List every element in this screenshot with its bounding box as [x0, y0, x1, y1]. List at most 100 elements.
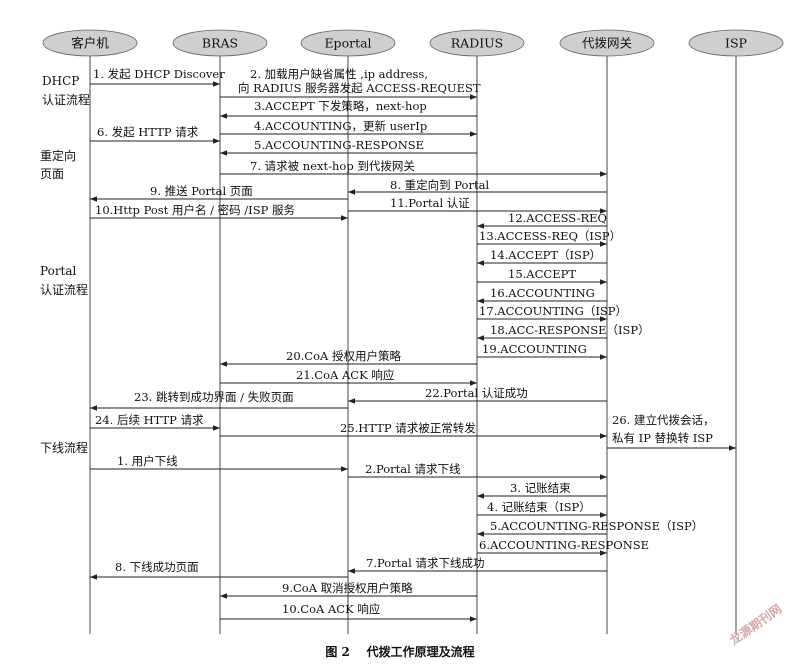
message-29: 3. 记账结束	[477, 481, 607, 499]
message-label: 24. 后续 HTTP 请求	[95, 413, 204, 427]
message-35: 9.CoA 取消授权用户策略	[220, 581, 477, 599]
message-33: 7.Portal 请求下线成功	[348, 556, 607, 574]
message-1: 1. 发起 DHCP Discover	[90, 67, 225, 87]
message-label: 1. 用户下线	[117, 454, 178, 468]
message-label: 12.ACCESS-REQ	[508, 211, 607, 225]
message-label: 9. 推送 Portal 页面	[150, 184, 253, 198]
message-label: 20.CoA 授权用户策略	[286, 349, 401, 363]
message-label: 5.ACCOUNTING-RESPONSE	[254, 138, 424, 152]
message-24: 24. 后续 HTTP 请求	[90, 413, 220, 431]
message-label: 9.CoA 取消授权用户策略	[282, 581, 413, 595]
message-18: 18.ACC-RESPONSE（ISP）	[477, 323, 650, 341]
message-label: 8. 下线成功页面	[115, 560, 199, 574]
message-11: 10.Http Post 用户名 / 密码 /ISP 服务	[90, 203, 348, 221]
message-label: 26. 建立代拨会话，	[612, 413, 714, 427]
message-36: 10.CoA ACK 响应	[220, 602, 477, 622]
actor-radius: RADIUS	[429, 29, 525, 57]
message-21: 21.CoA ACK 响应	[220, 368, 477, 386]
actor-label: Eportal	[324, 36, 371, 51]
actor-label: ISP	[725, 36, 747, 51]
message-12: 12.ACCESS-REQ	[477, 211, 607, 229]
actor-ellipse	[300, 29, 396, 57]
message-27: 1. 用户下线	[90, 454, 348, 472]
message-2: 2. 加载用户缺省属性 ,ip address,向 RADIUS 服务器发起 A…	[220, 67, 481, 100]
message-label: 25.HTTP 请求被正常转发	[340, 421, 476, 435]
message-23: 23. 跳转到成功界面 / 失败页面	[90, 390, 348, 411]
message-4: 4.ACCOUNTING，更新 userIp	[220, 119, 477, 137]
message-label: 3.ACCEPT 下发策略，next-hop	[254, 99, 427, 113]
message-9: 9. 推送 Portal 页面	[90, 184, 348, 202]
message-label: 19.ACCOUNTING	[482, 342, 587, 356]
message-label: 14.ACCEPT（ISP）	[490, 248, 601, 262]
message-16: 16.ACCOUNTING	[477, 286, 607, 304]
message-label: 22.Portal 认证成功	[425, 386, 528, 400]
message-label: 21.CoA ACK 响应	[296, 368, 394, 382]
actor-label: 代拨网关	[582, 36, 632, 51]
message-8: 8. 重定向到 Portal	[348, 178, 607, 195]
actor-client: 客户机	[42, 29, 138, 57]
actor-gateway: 代拨网关	[559, 29, 655, 57]
actor-ellipse	[559, 29, 655, 57]
figure-caption: 图 2 代拨工作原理及流程	[325, 644, 474, 659]
message-label-line2: 私有 IP 替换转 ISP	[612, 431, 713, 445]
message-6: 5.ACCOUNTING-RESPONSE	[220, 138, 477, 156]
phase-label: 认证流程	[42, 92, 90, 107]
message-label: 7.Portal 请求下线成功	[366, 556, 484, 570]
message-label: 10.Http Post 用户名 / 密码 /ISP 服务	[95, 203, 295, 217]
message-17: 17.ACCOUNTING（ISP）	[477, 304, 627, 322]
message-label: 4.ACCOUNTING，更新 userIp	[254, 119, 427, 133]
watermark: 龙源期刊网	[727, 601, 785, 648]
phase-label: Portal	[40, 264, 77, 278]
actor-label: RADIUS	[451, 36, 504, 51]
message-10: 11.Portal 认证	[348, 196, 607, 214]
message-28: 2.Portal 请求下线	[348, 462, 607, 480]
message-label: 13.ACCESS-REQ（ISP）	[479, 229, 621, 243]
message-31: 5.ACCOUNTING-RESPONSE（ISP）	[477, 519, 703, 537]
actor-ellipse	[688, 29, 784, 57]
message-label: 2.Portal 请求下线	[365, 462, 461, 476]
actor-label: 客户机	[71, 36, 109, 51]
message-3: 3.ACCEPT 下发策略，next-hop	[220, 99, 477, 119]
message-label: 10.CoA ACK 响应	[282, 602, 380, 616]
message-25: 26. 建立代拨会话， 私有 IP 替换转 ISP	[607, 413, 736, 451]
message-22: 22.Portal 认证成功	[348, 386, 607, 404]
message-19: 19.ACCOUNTING	[477, 342, 607, 360]
message-26: 25.HTTP 请求被正常转发	[220, 421, 607, 439]
message-label: 1. 发起 DHCP Discover	[93, 67, 225, 81]
message-7: 7. 请求被 next-hop 到代拨网关	[220, 159, 607, 177]
message-label: 15.ACCEPT	[508, 267, 576, 281]
message-34: 8. 下线成功页面	[90, 560, 348, 580]
phase-label: 重定向	[40, 148, 76, 163]
phase-label: 页面	[40, 167, 64, 181]
message-20: 20.CoA 授权用户策略	[220, 349, 477, 367]
message-label: 2. 加载用户缺省属性 ,ip address,	[250, 67, 428, 81]
message-label-line2: 向 RADIUS 服务器发起 ACCESS-REQUEST	[238, 81, 481, 95]
message-30: 4. 记账结束（ISP）	[477, 500, 607, 518]
message-label: 23. 跳转到成功界面 / 失败页面	[134, 390, 294, 404]
message-label: 4. 记账结束（ISP）	[487, 500, 591, 514]
message-13: 13.ACCESS-REQ（ISP）	[477, 229, 621, 247]
actor-ellipse	[172, 29, 268, 57]
message-label: 17.ACCOUNTING（ISP）	[479, 304, 627, 318]
actor-ellipse	[42, 29, 138, 57]
actor-ellipse	[429, 29, 525, 57]
actor-bras: BRAS	[172, 29, 268, 57]
message-label: 5.ACCOUNTING-RESPONSE（ISP）	[490, 519, 703, 533]
message-label: 6.ACCOUNTING-RESPONSE	[479, 538, 649, 552]
actor-label: BRAS	[202, 36, 238, 51]
message-15: 15.ACCEPT	[477, 267, 607, 285]
phase-label: 下线流程	[40, 440, 88, 455]
message-label: 8. 重定向到 Portal	[390, 178, 489, 192]
actors: 客户机 BRAS Eportal RADIUS 代拨网关 ISP	[42, 29, 784, 57]
message-label: 16.ACCOUNTING	[490, 286, 595, 300]
message-label: 11.Portal 认证	[390, 196, 470, 210]
message-label: 6. 发起 HTTP 请求	[97, 125, 199, 139]
actor-eportal: Eportal	[300, 29, 396, 57]
phase-label: DHCP	[42, 74, 79, 88]
message-label: 7. 请求被 next-hop 到代拨网关	[250, 159, 415, 173]
message-32: 6.ACCOUNTING-RESPONSE	[477, 538, 649, 556]
phase-label: 认证流程	[40, 282, 88, 297]
